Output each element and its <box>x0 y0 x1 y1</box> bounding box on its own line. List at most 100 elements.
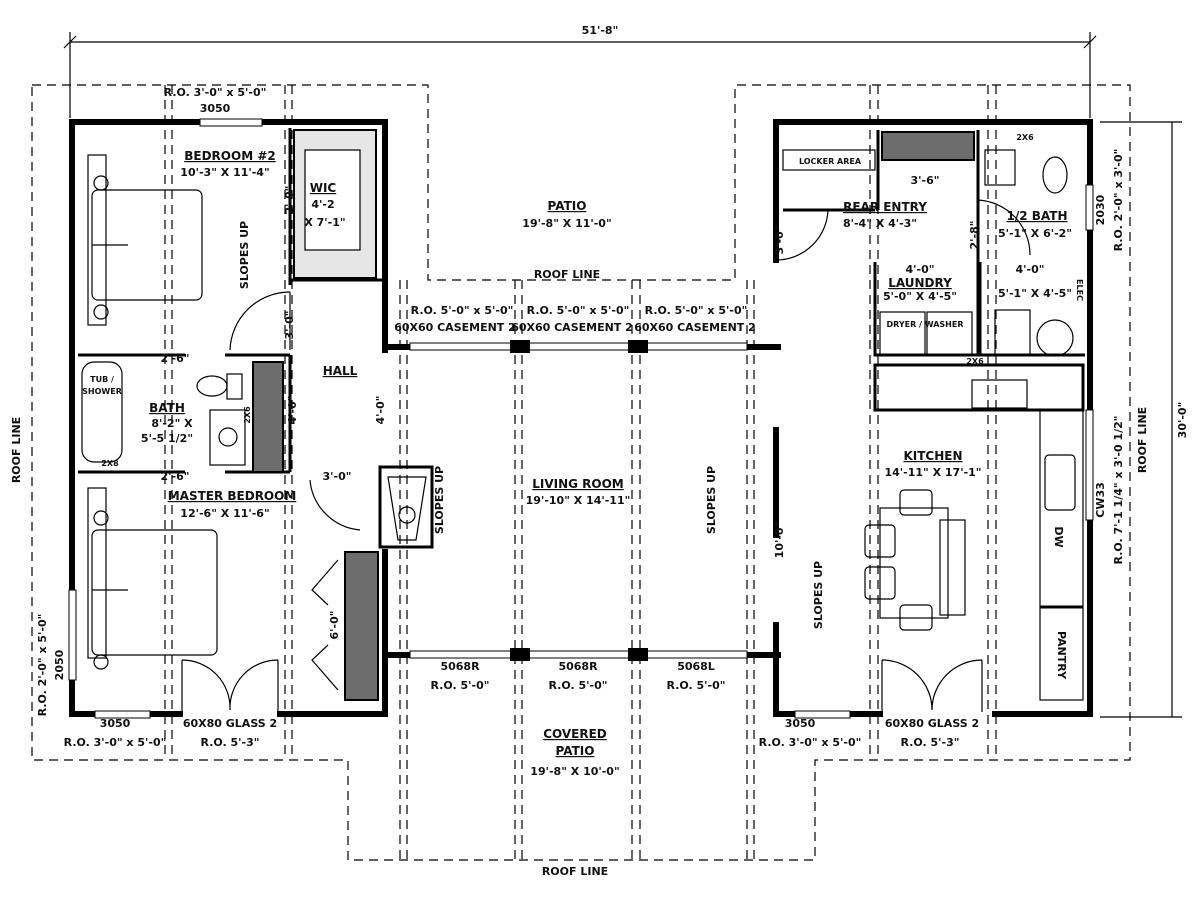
slider-3-ro: R.O. 5'-0" <box>667 679 726 692</box>
bath-fixtures <box>81 361 246 466</box>
master-closet-doors <box>311 559 339 691</box>
beam-lines <box>164 85 997 860</box>
master-bedroom-label: MASTER BEDROOM <box>168 489 297 503</box>
bed2-door-dim: 3'-0" <box>283 311 296 340</box>
kitchen-size: 14'-11" X 17'-1" <box>884 466 981 479</box>
half-bath-wall: 2X6 <box>1016 133 1034 142</box>
locker-area-label: LOCKER AREA <box>799 157 862 166</box>
kitchen-window-code: CW33 <box>1094 482 1107 518</box>
wic-door-dim: 2'-0" <box>283 186 296 215</box>
elec-panel-label: ELEC <box>1075 279 1084 301</box>
mech-door-dim: 4'-0" <box>1016 263 1045 276</box>
bath-wall-2x6: 2X6 <box>243 406 252 424</box>
kitchen-label: KITCHEN <box>903 449 962 463</box>
kitchen-window-ro: R.O. 7'-1 1/4" x 3'-0 1/2" <box>1112 416 1125 565</box>
left-roof-line: ROOF LINE <box>10 417 23 483</box>
master-bedroom-size: 12'-6" X 11'-6" <box>180 507 269 520</box>
fireplace <box>378 465 434 549</box>
casement-1-code: 60X60 CASEMENT 2 <box>394 321 516 334</box>
bath-door-bottom: 2'-6" <box>161 470 190 483</box>
laundry-appliances: DRYER / WASHER <box>886 320 963 329</box>
kitchen-glass-door <box>881 659 983 712</box>
living-room-walls <box>382 340 781 661</box>
entry-closet-dim: 3'-6" <box>911 174 940 187</box>
living-room-label: LIVING ROOM <box>532 477 624 491</box>
casement-2-code: 60X60 CASEMENT 2 <box>511 321 633 334</box>
tub-label-1: TUB / <box>90 375 114 384</box>
wic-size-b: X 7'-1" <box>304 216 345 229</box>
bedroom2-slope: SLOPES UP <box>238 221 251 289</box>
hall-label: HALL <box>323 364 358 378</box>
linen-door-dim: 4'-0" <box>286 396 299 425</box>
dimension-lines <box>63 32 1182 718</box>
patio-roof-line: ROOF LINE <box>534 268 600 281</box>
living-slope-right: SLOPES UP <box>705 466 718 534</box>
bath-label: BATH <box>149 401 185 415</box>
master-window-ro: R.O. 3'-0" x 5'-0" <box>64 736 167 749</box>
patio-size: 19'-8" X 11'-0" <box>522 217 611 230</box>
half-bath-window-ro: R.O. 2'-0" x 3'-0" <box>1112 149 1125 252</box>
living-room-size: 19'-10" X 14'-11" <box>526 494 631 507</box>
overall-width-dim: 51'-8" <box>582 24 619 37</box>
wic-label: WIC <box>310 181 337 195</box>
roof-line-outline <box>31 84 1131 861</box>
left-wing-walls <box>68 118 388 719</box>
slider-1-code: 5068R <box>440 660 480 673</box>
bed-bedroom-2 <box>87 154 203 326</box>
master-glass-door-label: 60X80 GLASS 2 <box>183 717 277 730</box>
slider-2-ro: R.O. 5'-0" <box>549 679 608 692</box>
rear-entry-size: 8'-4" X 4'-3" <box>843 217 917 230</box>
covered-patio-size: 19'-8" X 10'-0" <box>530 765 619 778</box>
patio-label: PATIO <box>548 199 587 213</box>
hall-width-dim: 4'-0" <box>374 396 387 425</box>
overall-depth-dim: 30'-0" <box>1176 402 1189 439</box>
master-glass-door <box>181 659 279 712</box>
bottom-roof-line: ROOF LINE <box>542 865 608 878</box>
living-slope-left: SLOPES UP <box>433 466 446 534</box>
master-glass-door-ro: R.O. 5'-3" <box>201 736 260 749</box>
left-window-ro: R.O. 2'-0" x 5'-0" <box>36 614 49 717</box>
covered-patio-label-2: PATIO <box>556 744 595 758</box>
bed2-window-code: 3050 <box>200 102 231 115</box>
slider-1-ro: R.O. 5'-0" <box>431 679 490 692</box>
dining-table <box>864 489 966 631</box>
casement-2-ro: R.O. 5'-0" x 5'-0" <box>527 304 630 317</box>
living-opening-dim: 10'-0" <box>773 522 786 559</box>
kitchen-window-code-bottom: 3050 <box>785 717 816 730</box>
wic-size-a: 4'-2 <box>311 198 334 211</box>
bed2-window-ro: R.O. 3'-0" x 5'-0" <box>164 86 267 99</box>
mech-size: 5'-1" X 4'-5" <box>998 287 1072 300</box>
master-window-code: 3050 <box>100 717 131 730</box>
kitchen-window-ro-bottom: R.O. 3'-0" x 5'-0" <box>759 736 862 749</box>
half-bath-window-code: 2030 <box>1094 194 1107 225</box>
master-closet-dim: 6'-0" <box>328 611 341 640</box>
master-closet-shelf <box>344 551 379 701</box>
dishwasher-label: DW <box>1052 526 1065 547</box>
kitchen-slope: SLOPES UP <box>812 561 825 629</box>
casement-3-code: 60X60 CASEMENT 2 <box>634 321 756 334</box>
bedroom2-label: BEDROOM #2 <box>184 149 275 163</box>
slider-2-code: 5068R <box>558 660 598 673</box>
laundry-label: LAUNDRY <box>888 276 952 290</box>
covered-patio-label-1: COVERED <box>543 727 607 741</box>
laundry-size: 5'-0" X 4'-5" <box>883 290 957 303</box>
half-bath-label: 1/2 BATH <box>1007 209 1068 223</box>
bath-door-top: 2'-6" <box>161 352 190 365</box>
rear-door-dim: 3'-0" <box>773 226 786 255</box>
kitchen-glass-door-ro: R.O. 5'-3" <box>901 736 960 749</box>
tub-label-2: SHOWER <box>82 387 122 396</box>
casement-1-ro: R.O. 5'-0" x 5'-0" <box>411 304 514 317</box>
bed-master <box>87 487 218 670</box>
slider-3-code: 5068L <box>677 660 715 673</box>
master-door-dim: 3'-0" <box>323 470 352 483</box>
bath-size-b: 5'-5 1/2" <box>141 432 193 445</box>
right-wing-walls <box>773 119 1094 719</box>
left-window-code: 2050 <box>53 649 66 680</box>
kitchen-glass-door-label: 60X80 GLASS 2 <box>885 717 979 730</box>
laundry-wall: 2X6 <box>966 357 984 366</box>
rear-entry-label: REAR ENTRY <box>843 200 927 214</box>
pantry-label: PANTRY <box>1055 631 1068 680</box>
bath-size-a: 8'-2" X <box>151 417 193 430</box>
bath-wall-2x8: 2X8 <box>101 459 119 468</box>
